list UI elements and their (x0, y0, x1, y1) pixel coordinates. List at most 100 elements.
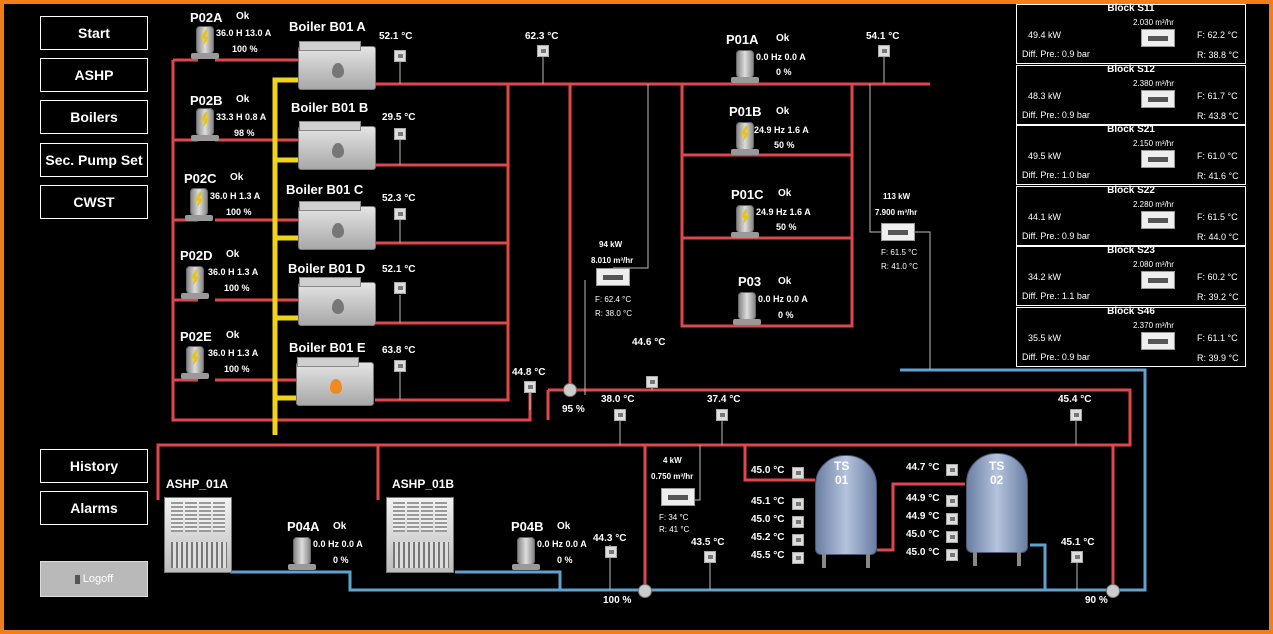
temperature-sensor[interactable] (1071, 551, 1083, 563)
block-substation[interactable]: Block S22 44.1 kW 2.280 m³/hr F: 61.5 °C… (1016, 185, 1246, 246)
temperature-sensor[interactable] (394, 208, 406, 220)
pump-p02b[interactable] (191, 108, 219, 141)
pump-p02a[interactable] (191, 26, 219, 59)
alarms-button[interactable]: Alarms (40, 491, 148, 525)
cwst-button[interactable]: CWST (40, 185, 148, 219)
pump-p01a-status: Ok (776, 33, 790, 44)
temperature-sensor[interactable] (605, 546, 617, 558)
tank-temp: 45.0 °C (906, 547, 940, 558)
temperature-sensor[interactable] (946, 549, 958, 561)
valve-2-position: 100 % (603, 595, 632, 606)
pump-p01c-status: Ok (778, 188, 792, 199)
bolt-icon (194, 192, 204, 208)
heat-meter-1[interactable] (596, 268, 630, 286)
block-heat-meter[interactable] (1141, 271, 1175, 289)
temperature-sensor[interactable] (878, 45, 890, 57)
header-temp-2: 54.1 °C (866, 31, 900, 42)
block-diff-pressure: Diff. Pre.: 0.9 bar (1022, 109, 1090, 120)
ashp-01a-unit[interactable] (164, 497, 232, 573)
logoff-button[interactable]: Logoff (40, 561, 148, 597)
heat-meter-3[interactable] (661, 488, 695, 506)
heat-meter-2[interactable] (881, 223, 915, 241)
block-heat-meter[interactable] (1141, 89, 1175, 108)
block-substation[interactable]: Block S23 34.2 kW 2.080 m³/hr F: 60.2 °C… (1016, 245, 1246, 306)
temperature-sensor[interactable] (946, 531, 958, 543)
meter-3-return-temp: R: 41 °C (659, 525, 690, 534)
temperature-sensor[interactable] (537, 45, 549, 57)
pump-p01a[interactable] (731, 50, 759, 83)
mixing-valve-3[interactable] (1106, 584, 1120, 598)
temperature-sensor[interactable] (792, 534, 804, 546)
temperature-sensor[interactable] (716, 409, 728, 421)
temperature-sensor[interactable] (524, 381, 536, 393)
pump-p01a-name: P01A (726, 32, 759, 47)
pump-p02d[interactable] (181, 266, 209, 299)
pump-p04b[interactable] (512, 537, 540, 570)
pump-p02a-reading: 36.0 H 13.0 A (216, 28, 272, 38)
flame-icon (332, 63, 344, 78)
bolt-icon (740, 209, 750, 225)
meter-1-power: 94 kW (599, 240, 623, 249)
ashp-01b-unit[interactable] (386, 497, 454, 573)
boiler-b01d-temp: 52.1 °C (382, 264, 416, 275)
boiler-b01b-temp: 29.5 °C (382, 112, 416, 123)
pump-p01b-speed: 50 % (774, 140, 795, 150)
mixing-valve-1[interactable] (563, 383, 577, 397)
boiler-b01a[interactable] (298, 41, 376, 90)
block-heat-meter[interactable] (1141, 29, 1175, 47)
temperature-sensor[interactable] (1070, 409, 1082, 421)
block-flow-temp: F: 61.7 °C (1197, 90, 1238, 101)
pump-p02b-name: P02B (190, 93, 223, 108)
boiler-b01b[interactable] (298, 121, 376, 170)
pump-p02c-status: Ok (230, 172, 244, 183)
temperature-sensor[interactable] (394, 50, 406, 62)
block-return-temp: R: 38.8 °C (1197, 50, 1239, 60)
pump-p01b[interactable] (731, 122, 759, 155)
boiler-b01e[interactable] (296, 357, 374, 406)
block-substation[interactable]: Block S12 48.3 kW 2.380 m³/hr F: 61.7 °C… (1016, 64, 1246, 125)
block-heat-meter[interactable] (1141, 150, 1175, 168)
pump-p01c[interactable] (731, 205, 759, 238)
boiler-b01c[interactable] (298, 201, 376, 250)
block-heat-meter[interactable] (1141, 331, 1175, 350)
storage-tank-ts01[interactable] (815, 455, 877, 568)
temperature-sensor[interactable] (614, 409, 626, 421)
ashp-button[interactable]: ASHP (40, 58, 148, 92)
block-diff-pressure: Diff. Pre.: 0.9 bar (1022, 230, 1090, 241)
temperature-sensor[interactable] (394, 128, 406, 140)
block-substation[interactable]: Block S46 35.5 kW 2.370 m³/hr F: 61.1 °C… (1016, 306, 1246, 367)
block-return-temp: R: 41.6 °C (1197, 171, 1239, 181)
loop-temp-45-1: 45.1 °C (1061, 537, 1095, 548)
pump-p03-reading: 0.0 Hz 0.0 A (758, 294, 808, 304)
block-flow: 2.080 m³/hr (1133, 260, 1174, 269)
temperature-sensor[interactable] (704, 551, 716, 563)
boiler-b01d[interactable] (298, 277, 376, 326)
pump-p02e[interactable] (181, 346, 209, 379)
start-button[interactable]: Start (40, 16, 148, 50)
meter-2-return-temp: R: 41.0 °C (881, 262, 918, 271)
temperature-sensor[interactable] (394, 282, 406, 294)
block-substation[interactable]: Block S21 49.5 kW 2.150 m³/hr F: 61.0 °C… (1016, 124, 1246, 185)
mixing-valve-2[interactable] (638, 584, 652, 598)
block-substation[interactable]: Block S11 49.4 kW 2.030 m³/hr F: 62.2 °C… (1016, 3, 1246, 64)
temperature-sensor[interactable] (792, 552, 804, 564)
temperature-sensor[interactable] (946, 464, 958, 476)
sec-pump-set-button[interactable]: Sec. Pump Set (40, 143, 148, 177)
temperature-sensor[interactable] (792, 467, 804, 479)
temperature-sensor[interactable] (646, 376, 658, 388)
ashp-01b-name: ASHP_01B (392, 477, 455, 491)
temperature-sensor[interactable] (394, 360, 406, 372)
pump-p03-speed: 0 % (778, 310, 794, 320)
temperature-sensor[interactable] (946, 513, 958, 525)
temperature-sensor[interactable] (792, 516, 804, 528)
pump-p03[interactable] (733, 292, 761, 325)
temperature-sensor[interactable] (946, 495, 958, 507)
pump-p02c[interactable] (185, 188, 213, 221)
loop-temp-37-4: 37.4 °C (707, 394, 741, 405)
storage-tank-ts02[interactable] (966, 453, 1028, 566)
block-heat-meter[interactable] (1141, 210, 1175, 229)
pump-p04a[interactable] (288, 537, 316, 570)
temperature-sensor[interactable] (792, 498, 804, 510)
boilers-button[interactable]: Boilers (40, 100, 148, 134)
history-button[interactable]: History (40, 449, 148, 483)
